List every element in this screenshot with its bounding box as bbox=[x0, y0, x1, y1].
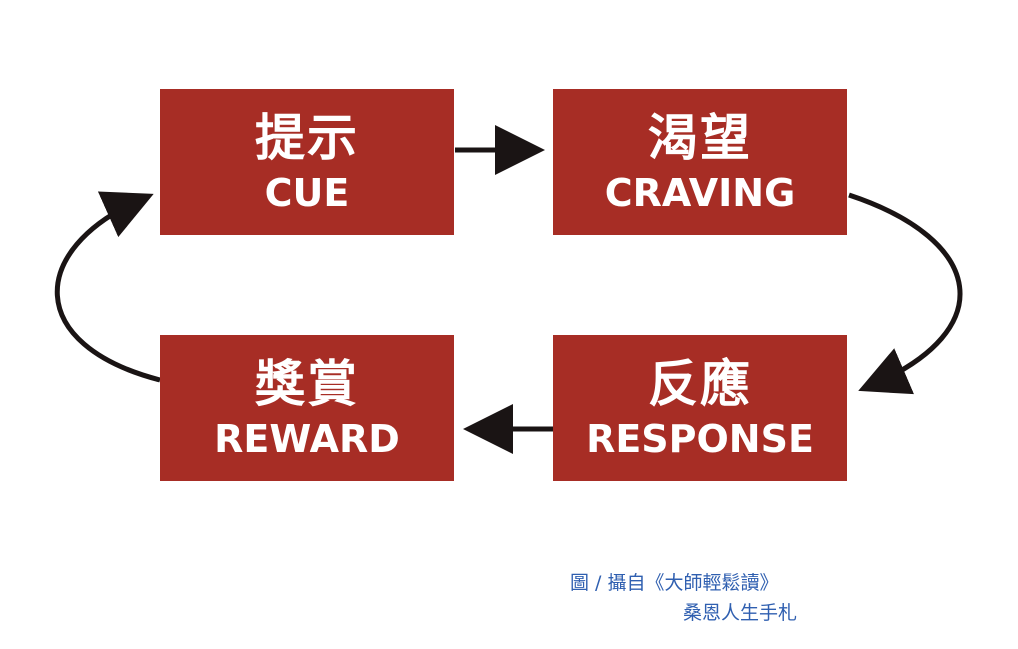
image-credit-author: 桑恩人生手札 bbox=[683, 602, 798, 624]
image-credit-source: 圖 / 攝自《大師輕鬆讀》 bbox=[570, 572, 779, 594]
node-craving: 渴望 CRAVING bbox=[553, 89, 847, 235]
node-response: 反應 RESPONSE bbox=[553, 335, 847, 481]
node-reward-zh-label: 獎賞 bbox=[255, 355, 359, 413]
node-reward-en-label: REWARD bbox=[214, 417, 400, 461]
node-reward: 獎賞 REWARD bbox=[160, 335, 454, 481]
node-response-en-label: RESPONSE bbox=[586, 417, 814, 461]
arrow-craving-to-response bbox=[848, 192, 963, 395]
node-craving-en-label: CRAVING bbox=[604, 171, 796, 215]
node-cue: 提示 CUE bbox=[160, 89, 454, 235]
node-craving-zh-label: 渴望 bbox=[648, 109, 752, 167]
node-cue-en-label: CUE bbox=[264, 171, 350, 215]
node-response-zh-label: 反應 bbox=[648, 355, 752, 413]
arrow-reward-to-cue bbox=[54, 191, 161, 383]
node-cue-zh-label: 提示 bbox=[255, 109, 359, 167]
